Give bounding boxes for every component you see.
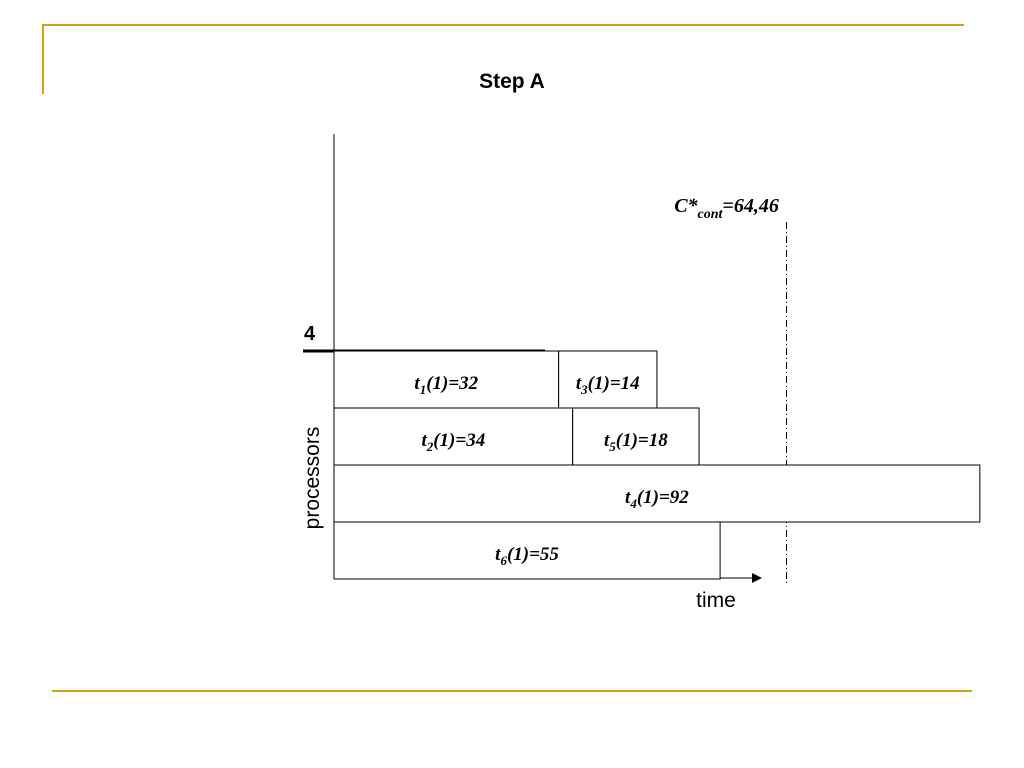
left-accent-line (42, 24, 44, 94)
slide-title: Step A (479, 70, 545, 93)
task-name: t (421, 430, 427, 451)
cmax-subscript: cont (698, 207, 724, 222)
task-args: (1)=92 (637, 487, 689, 508)
cmax-value: =64,46 (722, 195, 778, 217)
task-args: (1)=32 (426, 373, 478, 394)
task-label-t4: t4(1)=92 (625, 487, 689, 511)
bottom-accent-line (52, 690, 972, 692)
top-accent-line (42, 24, 964, 26)
task-subscript: 5 (609, 439, 616, 454)
task-args: (1)=18 (616, 430, 668, 451)
task-label-t1: t1(1)=32 (414, 373, 478, 397)
task-name: t (414, 373, 420, 394)
task-label-t2: t2(1)=34 (421, 430, 485, 454)
task-subscript: 2 (426, 439, 434, 454)
task-args: (1)=14 (588, 373, 640, 394)
task-name: t (495, 544, 501, 565)
task-args: (1)=34 (433, 430, 485, 451)
task-label-t6: t6(1)=55 (495, 544, 559, 568)
cmax-symbol: C* (674, 195, 698, 217)
task-label-t3: t3(1)=14 (576, 373, 640, 397)
y-axis-label: processors (301, 427, 324, 530)
task-subscript: 3 (580, 382, 588, 397)
x-axis-label: time (696, 589, 736, 612)
task-box-t6 (333, 521, 721, 580)
task-name: t (625, 487, 631, 508)
task-subscript: 6 (500, 553, 507, 568)
task-box-t3 (558, 350, 658, 409)
task-label-t5: t5(1)=18 (604, 430, 668, 454)
task-box-t4 (333, 464, 981, 523)
x-axis-arrow (752, 573, 762, 583)
task-name: t (576, 373, 582, 394)
task-args: (1)=55 (507, 544, 559, 565)
task-subscript: 1 (420, 382, 427, 397)
task-subscript: 4 (629, 496, 637, 511)
cmax-label: C*cont=64,46 (674, 195, 779, 222)
processor-count-label: 4 (304, 323, 316, 345)
task-name: t (604, 430, 610, 451)
